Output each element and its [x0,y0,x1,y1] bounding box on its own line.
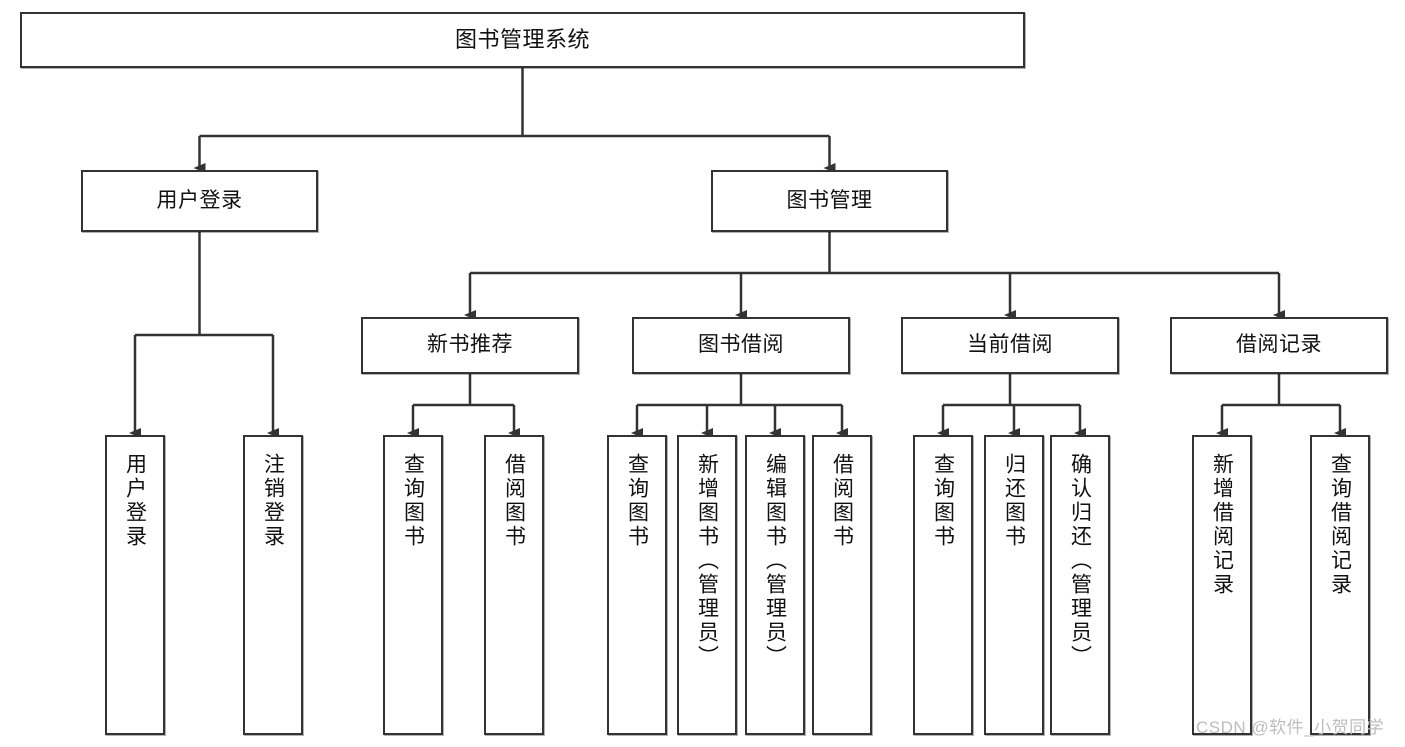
node-label: 注销登录 [261,453,285,549]
node-label: 确认归还（管理员） [1068,453,1092,669]
node-label: 借阅记录 [1236,333,1322,357]
node-label: 查询借阅记录 [1328,453,1352,597]
node-leaf9[interactable]: 查询图书 [913,435,973,735]
node-leaf6[interactable]: 新增图书（管理员） [677,435,737,735]
node-leaf5[interactable]: 查询图书 [607,435,667,735]
node-label: 查询图书 [931,453,955,549]
node-leaf11[interactable]: 确认归还（管理员） [1050,435,1110,735]
node-label: 图书管理 [786,188,873,212]
node-leaf10[interactable]: 归还图书 [984,435,1044,735]
node-leaf8[interactable]: 借阅图书 [812,435,872,735]
node-root[interactable]: 图书管理系统 [20,12,1025,68]
node-label: 查询图书 [625,453,649,549]
node-label: 借阅图书 [830,453,854,549]
node-bookmgmt[interactable]: 图书管理 [711,170,948,232]
node-label: 用户登录 [123,453,147,549]
node-label: 查询图书 [401,453,425,549]
node-label: 图书借阅 [698,333,784,357]
node-label: 归还图书 [1002,453,1026,549]
node-label: 借阅图书 [502,453,526,549]
node-label: 用户登录 [156,188,243,212]
connector-lines [129,68,1346,438]
node-label: 编辑图书（管理员） [763,453,787,669]
watermark-text: CSDN @软件_小贺同学 [1196,718,1385,737]
node-label: 图书管理系统 [454,26,590,52]
node-borrow[interactable]: 图书借阅 [632,317,850,374]
node-current[interactable]: 当前借阅 [901,317,1119,374]
node-leaf7[interactable]: 编辑图书（管理员） [745,435,805,735]
node-records[interactable]: 借阅记录 [1170,317,1388,374]
node-label: 新增借阅记录 [1210,453,1234,597]
node-leaf1[interactable]: 用户登录 [105,435,165,735]
node-leaf13[interactable]: 查询借阅记录 [1310,435,1370,735]
node-label: 新增图书（管理员） [695,453,719,669]
node-leaf4[interactable]: 借阅图书 [484,435,544,735]
node-leaf3[interactable]: 查询图书 [383,435,443,735]
node-label: 新书推荐 [427,333,513,357]
node-login[interactable]: 用户登录 [81,170,318,232]
node-newrec[interactable]: 新书推荐 [361,317,579,374]
node-label: 当前借阅 [967,333,1053,357]
node-leaf2[interactable]: 注销登录 [243,435,303,735]
node-leaf12[interactable]: 新增借阅记录 [1192,435,1252,735]
